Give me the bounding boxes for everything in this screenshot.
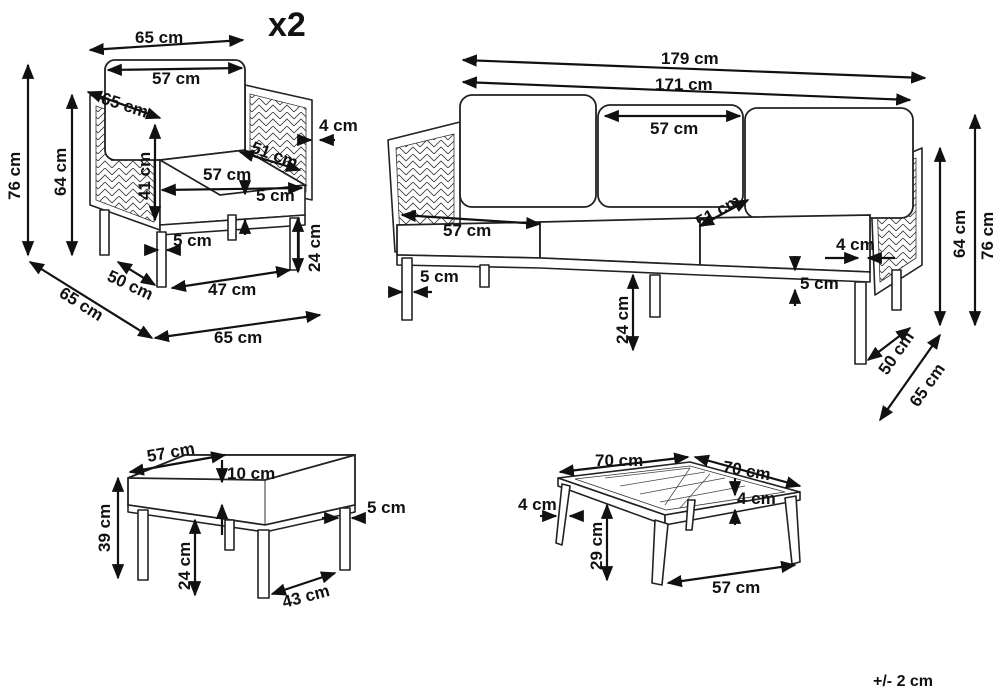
armchair-back-height-label: 41 cm	[135, 152, 154, 200]
sofa-leg	[649, 274, 661, 318]
sofa-back-cushion	[459, 94, 597, 208]
armchair-drawing: 65 cm 57 cm 65 cm 51 cm 41 cm 57 cm 5 cm…	[5, 28, 358, 347]
armchair-leg	[227, 214, 237, 241]
table-height-label: 29 cm	[587, 522, 606, 570]
ottoman-leg-height-label: 24 cm	[175, 542, 194, 590]
armchair-height-label: 76 cm	[5, 152, 24, 200]
armchair-leg-depth-label: 50 cm	[104, 266, 156, 304]
table-length-label: 70 cm	[595, 451, 643, 470]
sofa-back-cushion-width-label: 57 cm	[650, 119, 698, 138]
sofa-leg	[479, 264, 490, 288]
table-leg-span-label: 57 cm	[712, 578, 760, 597]
armchair-leg	[99, 209, 110, 256]
sofa-seat-cushion	[539, 217, 701, 266]
sofa-depth-label: 65 cm	[906, 360, 949, 410]
armchair-leg-span-label: 47 cm	[208, 280, 256, 299]
ottoman-leg	[224, 519, 235, 551]
armchair-arm-width-label: 4 cm	[319, 116, 358, 135]
sofa-leg	[401, 257, 413, 321]
armchair-base-depth-label: 65 cm	[56, 283, 107, 325]
table-leg	[651, 519, 669, 586]
sofa-height-label: 76 cm	[978, 212, 997, 260]
sofa-leg-depth-label: 50 cm	[875, 328, 918, 378]
ottoman-leg	[257, 529, 270, 599]
quantity-label: x2	[268, 6, 306, 44]
armchair-arm-height-label: 64 cm	[51, 148, 70, 196]
armchair-leg-height-label: 24 cm	[305, 224, 324, 272]
table-leg	[685, 499, 696, 531]
ottoman-overhang-label: 5 cm	[367, 498, 406, 517]
sofa-leg-height-label: 24 cm	[613, 296, 632, 344]
table-edge-right-label: 4 cm	[737, 489, 776, 508]
tolerance-label: +/- 2 cm	[873, 673, 933, 690]
ottoman-drawing: 57 cm 10 cm 5 cm 39 cm 24 cm 43 cm	[95, 439, 406, 612]
armchair-base-width-label: 65 cm	[214, 328, 262, 347]
armchair-seat-width-label: 57 cm	[203, 165, 251, 184]
sofa-inner-width-label: 171 cm	[655, 75, 713, 94]
ottoman-height-label: 39 cm	[95, 504, 114, 552]
table-leg	[555, 483, 571, 546]
armchair-back-width-label: 57 cm	[152, 69, 200, 88]
sofa-back-cushion	[744, 107, 914, 219]
armchair-cushion-thickness-label: 5 cm	[256, 186, 295, 205]
table-drawing: 70 cm 70 cm 4 cm 4 cm 29 cm 57 cm	[518, 451, 802, 597]
sofa-inner-height-label: 64 cm	[950, 210, 969, 258]
ottoman-cushion-thickness-label: 10 cm	[227, 464, 275, 483]
sofa-arm-width-label: 4 cm	[836, 235, 875, 254]
ottoman-leg	[339, 507, 351, 571]
sofa-drawing: 179 cm 171 cm 57 cm 57 cm 51 cm 4 cm 5 c…	[387, 49, 997, 422]
table-leg	[784, 495, 801, 565]
armchair-leg	[156, 231, 167, 288]
ottoman-leg-span-label: 43 cm	[280, 581, 331, 612]
sofa-leg-inset-label: 5 cm	[420, 267, 459, 286]
sofa-cushion-thickness-label: 5 cm	[800, 274, 839, 293]
table-edge-left-label: 4 cm	[518, 495, 557, 514]
sofa-leg	[891, 269, 902, 311]
ottoman-leg	[137, 509, 149, 581]
sofa-seat-width-label: 57 cm	[443, 221, 491, 240]
armchair-top-width-label: 65 cm	[135, 28, 183, 47]
sofa-overall-width-label: 179 cm	[661, 49, 719, 68]
armchair-leg-inset-label: 5 cm	[173, 231, 212, 250]
sofa-leg	[854, 281, 867, 365]
